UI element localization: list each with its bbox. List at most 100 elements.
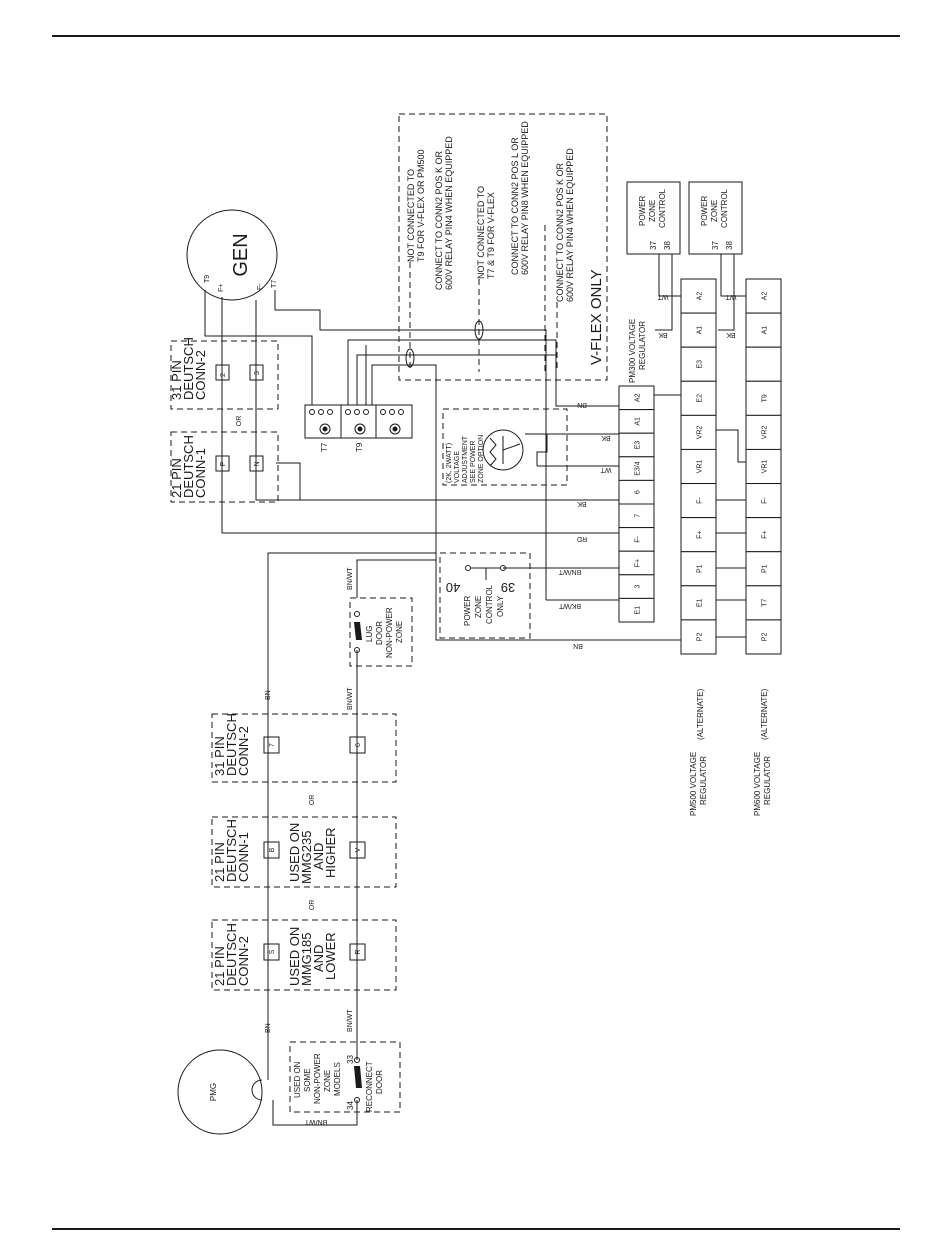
pmg-label: PMG	[209, 1083, 218, 1101]
pmg-circle	[177, 1049, 263, 1135]
conn-note: HIGHER	[323, 827, 338, 878]
pm300-label: PM300 VOLTAGE	[628, 319, 637, 383]
pm600-terminal-label: P1	[762, 564, 769, 573]
pm500-terminal-label: A2	[697, 292, 704, 301]
pzc2-label: ZONE	[710, 200, 719, 222]
pzc2-pin-37: 37	[711, 241, 720, 250]
pin-label: N	[254, 461, 261, 466]
pzc2-label: POWER	[700, 196, 709, 226]
conn-label: 21 PIN	[212, 842, 227, 882]
reconnect-pin-34: 34	[346, 1101, 355, 1110]
pm300-terminal-label: 3	[635, 585, 642, 589]
reconnect-label: SOME	[303, 1068, 312, 1092]
pm500-terminal-cell	[680, 380, 717, 416]
pm500-terminal-label: P2	[697, 633, 704, 642]
wire-label-bn: BN	[265, 690, 272, 700]
wire-label-wt: WT	[657, 293, 669, 300]
conn-note: AND	[311, 843, 326, 870]
pm300-terminal-label: A1	[635, 417, 642, 426]
generator-label: GEN	[230, 233, 252, 276]
or-label: OR	[309, 795, 316, 806]
pm600-alternate: (ALTERNATE)	[760, 688, 769, 740]
conn-label: CONN-2	[193, 350, 208, 400]
pm500-terminal-label: E2	[697, 394, 704, 403]
wire-label-bnwt: BN/WT	[304, 1118, 327, 1125]
pm500-terminal-cell	[680, 483, 717, 519]
pm600-terminal-label: VR2	[762, 425, 769, 439]
pm500-terminal-label: E3	[697, 360, 704, 369]
top-connector-21pin: 21 PIN DEUTSCH CONN-1 P N	[169, 431, 279, 503]
pzc1-label: CONTROL	[658, 188, 667, 228]
conn-label: 31 PIN	[169, 360, 184, 400]
conn-label: DEUTSCH	[224, 713, 239, 776]
conn-label: CONN-2	[236, 726, 251, 776]
pzc-label: ZONE	[474, 596, 483, 618]
terminal-block: T7 T9	[304, 404, 413, 452]
pm300-regulator: PM300 VOLTAGE REGULATOR A2A1E3E3/467F-F+…	[618, 319, 655, 623]
rheostat-label: (2K, 2WATT)	[446, 443, 453, 483]
mid-connector-21pin: 21 PIN DEUTSCH CONN-1 B USED ON MMG235 A…	[211, 816, 397, 888]
rheostat-label: ZONE OPTION	[478, 435, 485, 483]
pzc1-label: ZONE	[648, 200, 657, 222]
conn-label: DEUTSCH	[181, 337, 196, 400]
conn-note: MMG185	[299, 933, 314, 986]
conn-label: 21 PIN	[212, 946, 227, 986]
pm600-label: PM600 VOLTAGE	[753, 752, 762, 816]
wire-label-bnwt: BN/WT	[347, 687, 354, 710]
pzc-label: CONTROL	[485, 584, 494, 624]
conn-label: CONN-2	[236, 936, 251, 986]
pm600-terminal-cell	[745, 483, 782, 519]
note-text: 600V RELAY PIN4 WHEN EQUIPPED	[565, 148, 575, 302]
pm600-terminal-cell	[745, 448, 782, 485]
pm300-terminal-label: 7	[635, 514, 642, 518]
conn-note: USED ON	[287, 823, 302, 882]
wire-label-bn: BN	[265, 1023, 272, 1033]
conn-label: DEUTSCH	[181, 435, 196, 498]
pm300-terminal-label: E3/4	[635, 461, 642, 476]
pm500-terminal-label: VR1	[697, 460, 704, 474]
pm300-terminal-cell	[618, 597, 655, 623]
pm300-label: REGULATOR	[638, 321, 647, 370]
rheostat-symbol	[482, 429, 524, 471]
pzc-pin-39: 39	[501, 580, 515, 595]
wire-label-bn: BN	[573, 642, 583, 649]
gen-lead-t9: T9	[204, 275, 211, 283]
pzc1-pin-37: 37	[649, 241, 658, 250]
pm600-terminal-cell	[745, 346, 782, 382]
pm500-terminal-cell	[680, 278, 717, 314]
pm600-terminal-label: T7	[762, 599, 769, 607]
conn-label: DEUTSCH	[224, 923, 239, 986]
terminal-t9: T9	[355, 442, 364, 452]
vflex-notes: NOT CONNECTED TO T9 FOR V-FLEX OR PM500 …	[398, 113, 608, 381]
reconnect-pin-33: 33	[346, 1055, 355, 1064]
conn-note: LOWER	[323, 932, 338, 980]
pm300-terminal-label: E3	[635, 441, 642, 450]
pm300-terminal-label: 6	[635, 490, 642, 494]
pzc-pin-40: 40	[446, 580, 460, 595]
or-label: OR	[236, 416, 243, 427]
pm500-terminal-label: E1	[697, 598, 704, 607]
wire-label-rd: RD	[577, 535, 587, 542]
voltage-adjust-rheostat: (2K, 2WATT) VOLTAGE ADJUSTMENT SEE POWER…	[442, 408, 568, 486]
gen-lead-t7: T7	[271, 280, 278, 288]
reconnect-label: MODELS	[333, 1062, 342, 1096]
conn-note: USED ON	[287, 927, 302, 986]
rheostat-label: VOLTAGE	[454, 451, 461, 483]
lug-door-label: NON-POWER	[385, 607, 394, 658]
power-zone-control-only: 40 39 POWER ZONE CONTROL ONLY	[439, 552, 531, 639]
or-label: OR	[309, 900, 316, 911]
note-text: CONNECT TO CONN2 POS K OR	[434, 150, 444, 290]
lug-door-label: ZONE	[395, 621, 404, 643]
wire-label-bkwt: BK/WT	[558, 602, 581, 609]
pin-label: 2	[220, 373, 227, 377]
generator: GEN T9 F+ F- T7	[186, 209, 278, 301]
pzc2-label: CONTROL	[720, 188, 729, 228]
rheostat-label: ADJUSTMENT	[462, 435, 469, 483]
pm600-terminal-label: F-	[762, 497, 769, 504]
gen-lead-fplus: F+	[218, 284, 225, 292]
pin-label: B	[269, 847, 276, 852]
reconnect-label: ZONE	[323, 1070, 332, 1092]
pm600-terminal-cell	[745, 312, 782, 348]
pzc2-pin-38: 38	[725, 241, 734, 250]
